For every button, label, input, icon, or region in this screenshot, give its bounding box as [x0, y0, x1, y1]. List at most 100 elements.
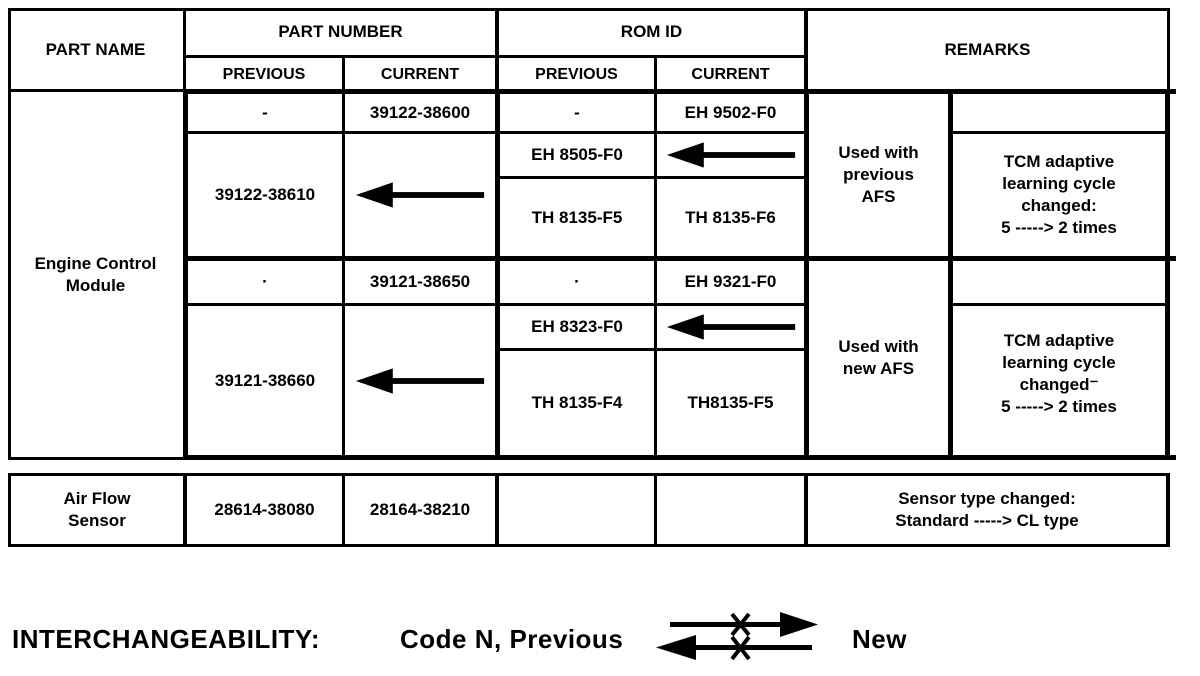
ecm-row2-pn-previous: ·: [262, 272, 268, 291]
legend-arrow-wrap: [652, 610, 837, 666]
grid-line: [654, 94, 657, 455]
remark-line: Sensor type changed:: [898, 489, 1076, 508]
grid-line: [188, 303, 804, 306]
grid-line: [497, 176, 804, 179]
ecm-row1-rom-current: EH 9502-F0: [684, 102, 777, 122]
ecm-block2-remark-right: TCM adaptive learning cycle changed⁻ 5 -…: [953, 306, 1165, 442]
grid-line: [188, 131, 804, 134]
header-part-number: PART NUMBER: [278, 21, 403, 41]
remark-line: changed:: [1021, 196, 1097, 215]
remark-line: learning cycle: [1002, 353, 1116, 372]
ecm-block1-rom-a-current-arrow: [657, 134, 804, 176]
grid-line: [495, 476, 499, 544]
grid-line: [948, 131, 1165, 134]
remark-line: 5 -----> 2 times: [1001, 397, 1117, 416]
left-arrow-icon: [355, 367, 485, 394]
remark-line: Standard -----> CL type: [895, 511, 1079, 530]
header-rom-previous: PREVIOUS: [535, 66, 618, 83]
left-arrow-icon: [666, 314, 795, 340]
remark-line: TCM adaptive: [1003, 331, 1115, 350]
grid-line: [8, 457, 186, 460]
grid-line-thick: [495, 94, 500, 455]
afs-part-name: Air Flow Sensor: [11, 476, 183, 544]
grid-line-thick: [1165, 89, 1170, 460]
grid-line: [804, 8, 808, 92]
left-arrow-icon: [355, 182, 485, 208]
grid-line: [342, 476, 345, 544]
ecm-row2-rom-previous: ·: [574, 272, 580, 291]
ecm-block2-rom-a-previous: EH 8323-F0: [531, 317, 623, 336]
ecm-part-name-line1: Engine Control: [34, 253, 157, 273]
ecm-block1-remark-right: TCM adaptive learning cycle changed: 5 -…: [953, 134, 1165, 256]
header-pn-current: CURRENT: [380, 66, 460, 83]
remark-line: AFS: [861, 187, 896, 206]
afs-part-name-line1: Air Flow: [63, 489, 131, 508]
grid-line: [183, 8, 186, 92]
remark-line: changed⁻: [1019, 375, 1099, 394]
ecm-block2-pn-current-arrow: [345, 306, 495, 455]
grid-line: [654, 55, 657, 92]
grid-line-thick: [183, 89, 1176, 94]
ecm-block2-rom-b-previous: TH 8135-F4: [531, 393, 623, 412]
header-part-name: PART NAME: [45, 40, 146, 59]
ecm-block1-remark-left: Used with previous AFS: [809, 94, 948, 256]
grid-line-thick: [948, 94, 953, 455]
remark-line: Used with: [838, 143, 919, 162]
grid-line-thick: [804, 94, 809, 455]
grid-line: [8, 473, 11, 547]
grid-line: [8, 89, 186, 92]
grid-line: [8, 8, 11, 460]
header-pn-previous: PREVIOUS: [222, 66, 306, 83]
header-remarks: REMARKS: [944, 40, 1031, 59]
left-arrow-icon: [666, 142, 795, 168]
ecm-block1-pn-previous: 39122-38610: [214, 185, 316, 204]
afs-pn-current: 28164-38210: [369, 500, 471, 519]
grid-line: [183, 55, 806, 58]
ecm-block1-rom-b-previous: TH 8135-F5: [531, 207, 623, 227]
grid-line-thick: [183, 256, 1176, 261]
afs-part-name-line2: Sensor: [68, 511, 126, 530]
ecm-row2-pn-current: 39121-38650: [369, 272, 471, 291]
grid-line: [342, 94, 345, 455]
grid-line: [8, 544, 1170, 547]
grid-line-thick: [183, 89, 188, 460]
legend-new-label: New: [852, 624, 907, 654]
ecm-block2-remark-left: Used with new AFS: [809, 261, 948, 455]
grid-line: [654, 476, 657, 544]
grid-line: [1166, 473, 1170, 547]
ecm-row1-pn-previous: -: [262, 102, 268, 122]
grid-line: [497, 348, 804, 351]
grid-line: [8, 473, 1170, 476]
remark-line: previous: [843, 165, 914, 184]
grid-line: [8, 8, 1170, 11]
grid-line-thick: [183, 455, 1176, 460]
ecm-block2-rom-a-current-arrow: [657, 306, 804, 348]
ecm-part-name: Engine Control Module: [8, 92, 183, 457]
interchange-crossed-arrows-icon: [656, 612, 818, 661]
legend-title: INTERCHANGEABILITY:: [12, 624, 321, 654]
remark-line: Used with: [838, 337, 919, 356]
ecm-part-name-line2: Module: [65, 275, 126, 295]
afs-remarks: Sensor type changed: Standard -----> CL …: [808, 476, 1166, 544]
grid-line: [342, 55, 345, 92]
remark-line: new AFS: [842, 359, 915, 378]
ecm-block2-pn-previous: 39121-38660: [214, 370, 316, 390]
ecm-block2-rom-b-current: TH8135-F5: [687, 393, 774, 412]
ecm-block1-rom-a-previous: EH 8505-F0: [531, 145, 623, 164]
remark-line: TCM adaptive: [1003, 152, 1115, 171]
legend-code: Code N, Previous: [400, 624, 624, 654]
grid-line: [948, 303, 1165, 306]
ecm-row1-pn-current: 39122-38600: [369, 102, 471, 122]
afs-pn-previous: 28614-38080: [214, 500, 315, 519]
header-rom-current: CURRENT: [691, 66, 770, 83]
ecm-block1-rom-b-current: TH 8135-F6: [685, 207, 776, 227]
remark-line: 5 -----> 2 times: [1001, 218, 1117, 237]
ecm-block1-pn-current-arrow: [345, 134, 495, 256]
grid-line: [804, 476, 808, 544]
afs-rom-current: [657, 476, 804, 544]
grid-line: [183, 476, 187, 544]
afs-rom-previous: [499, 476, 654, 544]
ecm-row1-rom-previous: -: [574, 102, 580, 122]
grid-line: [495, 8, 499, 92]
